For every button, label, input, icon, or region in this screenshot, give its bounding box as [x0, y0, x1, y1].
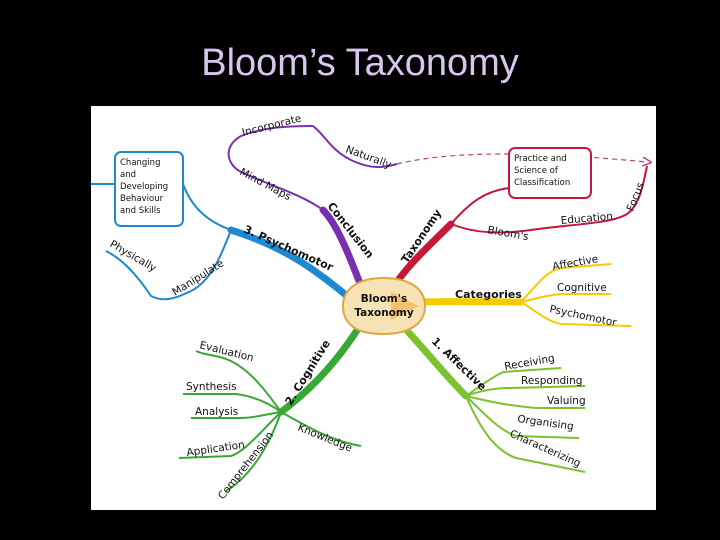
label-evaluation: Evaluation [198, 339, 255, 364]
label-organising: Organising [517, 413, 575, 433]
label-and-skills: and Skills [120, 206, 161, 216]
label-knowledge: Knowledge [296, 422, 354, 455]
label-psychomotor: 3. Psychomotor [242, 223, 336, 274]
center-label-line1: Bloom's [361, 293, 407, 305]
label-comprehension: Comprehension [216, 429, 276, 501]
label-focus: Focus [625, 181, 647, 213]
label-responding: Responding [521, 375, 582, 387]
label-valuing: Valuing [547, 395, 586, 407]
label-analysis: Analysis [195, 406, 238, 418]
label-education: Education [560, 210, 613, 227]
label-cat-affective: Affective [551, 253, 599, 273]
label-manipulate: Manipulate [170, 257, 226, 298]
mind-map-svg: Conclusion Mind Maps Incorporate Natural… [91, 113, 656, 502]
label-behaviour: Behaviour [120, 194, 164, 204]
skills-box [114, 151, 184, 227]
label-practice-and: Practice and [514, 154, 567, 164]
branch-cognitive: 2. Cognitive Evaluation Synthesis Analys… [178, 320, 365, 502]
branch-categories: Categories Affective Cognitive Psychomot… [407, 253, 632, 329]
mind-map-panel: Conclusion Mind Maps Incorporate Natural… [91, 106, 656, 510]
label-cat-cognitive: Cognitive [557, 282, 607, 294]
label-and: and [120, 170, 136, 180]
center-node: Bloom's Taxonomy [341, 276, 427, 336]
label-mind-maps: Mind Maps [238, 166, 293, 203]
slide-title: Bloom’s Taxonomy [201, 42, 519, 84]
label-science-of: Science of [514, 166, 559, 176]
label-categories: Categories [455, 288, 522, 301]
classification-box [508, 147, 592, 199]
branch-taxonomy: Practice and Science of Classification T… [387, 147, 648, 295]
label-incorporate: Incorporate [241, 113, 303, 139]
label-classification: Classification [514, 178, 570, 188]
label-blooms: Bloom's [486, 224, 529, 243]
label-developing: Developing [120, 182, 168, 192]
branch-affective: 1. Affective Receiving Responding Valuin… [397, 320, 586, 473]
center-label-line2: Taxonomy [354, 307, 414, 319]
branch-psychomotor: Changing and Developing Behaviour and Sk… [91, 151, 351, 301]
label-synthesis: Synthesis [186, 381, 237, 393]
label-changing: Changing [120, 158, 160, 168]
